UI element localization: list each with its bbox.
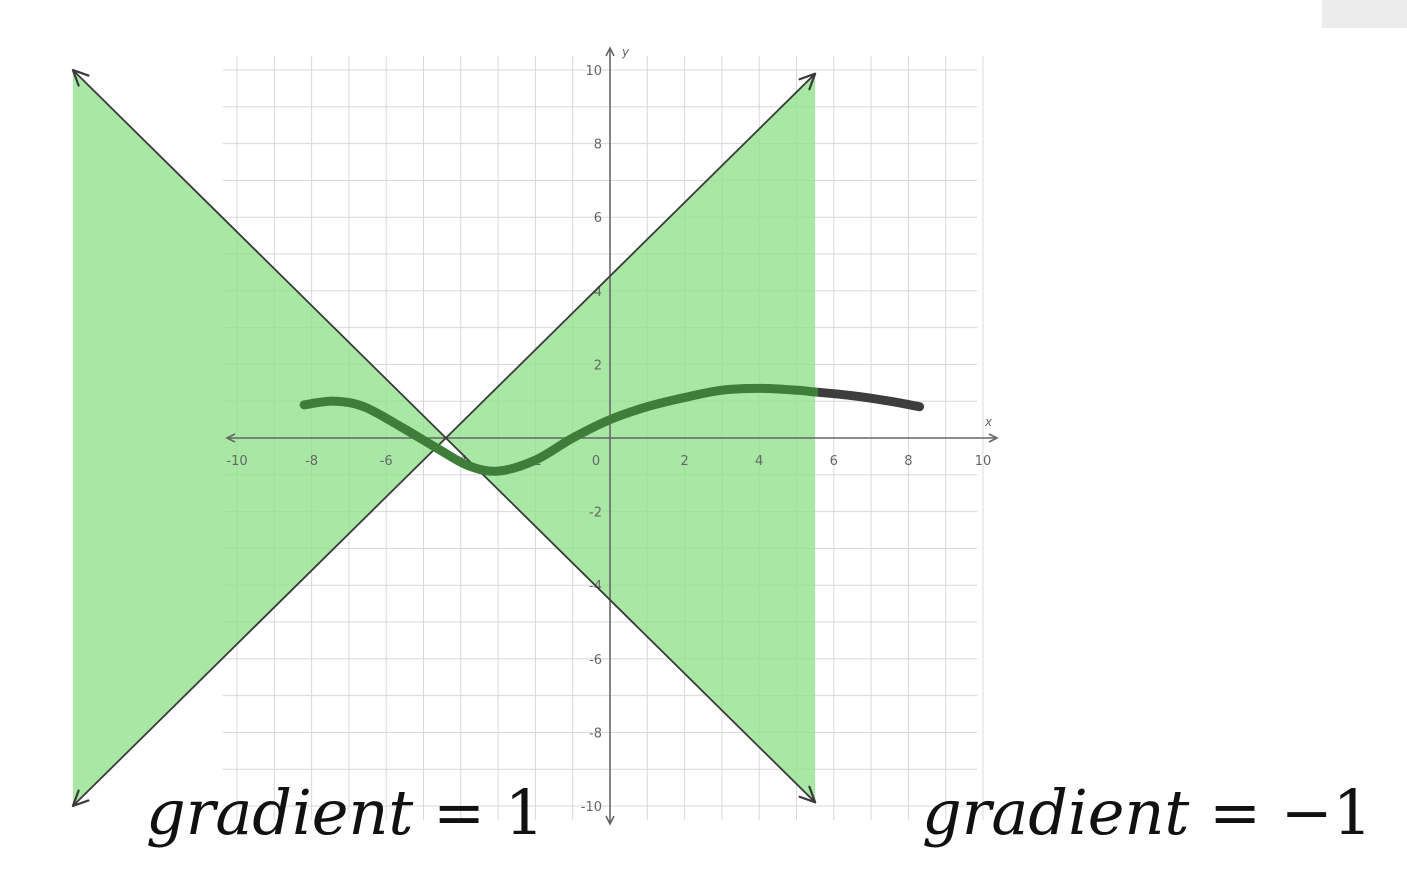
y-axis-arrow-up bbox=[605, 46, 615, 57]
arrowhead bbox=[798, 785, 817, 804]
x-tick-label: -8 bbox=[305, 454, 318, 469]
x-tick-label: 0 bbox=[592, 454, 600, 469]
x-axis-arrow-left bbox=[225, 433, 236, 443]
x-tick-label: 10 bbox=[975, 454, 992, 469]
x-tick-label: 8 bbox=[904, 454, 912, 469]
y-tick-label: 8 bbox=[594, 138, 602, 153]
line-gradient-negative bbox=[72, 69, 816, 803]
y-tick-label: 4 bbox=[594, 285, 602, 300]
caption-gradient-negative: gradient = −1 bbox=[922, 782, 1372, 844]
caption-gradient-positive: gradient = 1 bbox=[146, 782, 544, 844]
caption-value: 1 bbox=[504, 776, 545, 849]
arrowhead bbox=[798, 72, 817, 91]
y-tick-label: -6 bbox=[589, 653, 602, 668]
caption-word: gradient bbox=[922, 776, 1190, 849]
y-axis-arrow-down bbox=[605, 815, 615, 826]
y-tick-label: -2 bbox=[589, 506, 602, 521]
x-axis-arrow-right bbox=[988, 433, 999, 443]
curve bbox=[299, 383, 925, 476]
arrowhead bbox=[71, 789, 90, 808]
y-axis-label: y bbox=[621, 45, 630, 59]
caption-word: gradient bbox=[146, 776, 414, 849]
line-gradient-positive bbox=[72, 73, 816, 807]
y-tick-label: 6 bbox=[594, 211, 602, 226]
x-axis-label: x bbox=[984, 415, 993, 429]
x-tick-label: 4 bbox=[755, 454, 763, 469]
axes bbox=[225, 46, 999, 826]
caption-value: −1 bbox=[1280, 776, 1373, 849]
y-tick-label: 10 bbox=[585, 64, 602, 79]
caption-equals: = bbox=[433, 776, 486, 849]
curve-inside-region bbox=[299, 383, 818, 476]
x-tick-label: -10 bbox=[226, 454, 247, 469]
caption-equals: = bbox=[1209, 776, 1262, 849]
gradient-lines bbox=[71, 68, 817, 808]
x-tick-label: -6 bbox=[380, 454, 393, 469]
x-tick-label: 2 bbox=[680, 454, 688, 469]
y-tick-label: 2 bbox=[594, 358, 602, 373]
y-tick-label: -10 bbox=[581, 800, 602, 815]
arrowhead bbox=[71, 68, 90, 87]
corner-panel bbox=[1322, 0, 1407, 28]
y-tick-label: -8 bbox=[589, 726, 602, 741]
x-tick-label: 6 bbox=[830, 454, 838, 469]
